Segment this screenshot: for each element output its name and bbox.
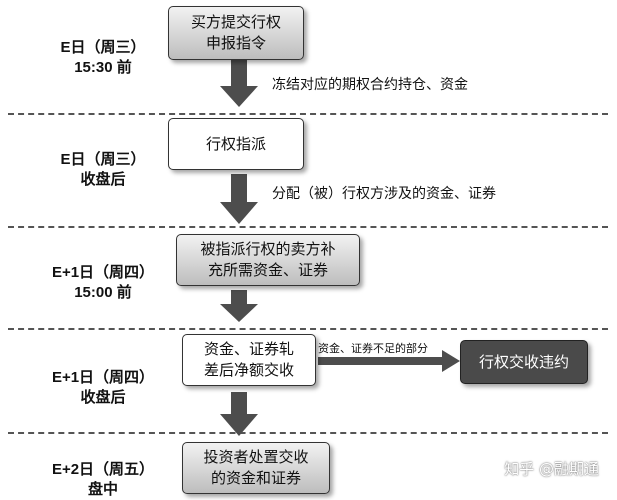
time-label-3: E+1日（周四） 15:00 前	[51, 264, 155, 301]
note-allocate: 分配（被）行权方涉及的资金、证券	[272, 186, 496, 202]
step-investor-dispose: 投资者处置交收 的资金和证券	[182, 442, 330, 494]
time-label-4: E+1日（周四） 收盘后	[51, 369, 155, 406]
time-label-2: E日（周三） 收盘后	[60, 151, 146, 188]
step-net-settlement: 资金、证券轧 差后净额交收	[182, 334, 316, 386]
note-freeze: 冻结对应的期权合约持仓、资金	[272, 77, 468, 93]
note-shortfall: 资金、证券不足的部分	[318, 342, 428, 355]
step-assignment: 行权指派	[168, 118, 304, 170]
period-divider-3	[8, 328, 608, 330]
period-divider-1	[8, 113, 608, 115]
time-label-5: E+2日（周五） 盘中	[51, 461, 155, 498]
watermark: 知乎 @融期通	[504, 460, 599, 478]
down-arrow-3	[220, 290, 258, 322]
period-divider-4	[8, 432, 608, 434]
period-divider-2	[8, 226, 608, 228]
down-arrow-2	[220, 174, 258, 224]
down-arrow-1	[220, 60, 258, 107]
time-label-1: E日（周三） 15:30 前	[60, 39, 146, 76]
right-arrow	[318, 350, 460, 372]
step-seller-replenish: 被指派行权的卖方补 充所需资金、证券	[176, 234, 360, 286]
step-submit-exercise: 买方提交行权 申报指令	[168, 6, 304, 60]
down-arrow-4	[220, 392, 258, 436]
step-settlement-default: 行权交收违约	[460, 340, 588, 384]
